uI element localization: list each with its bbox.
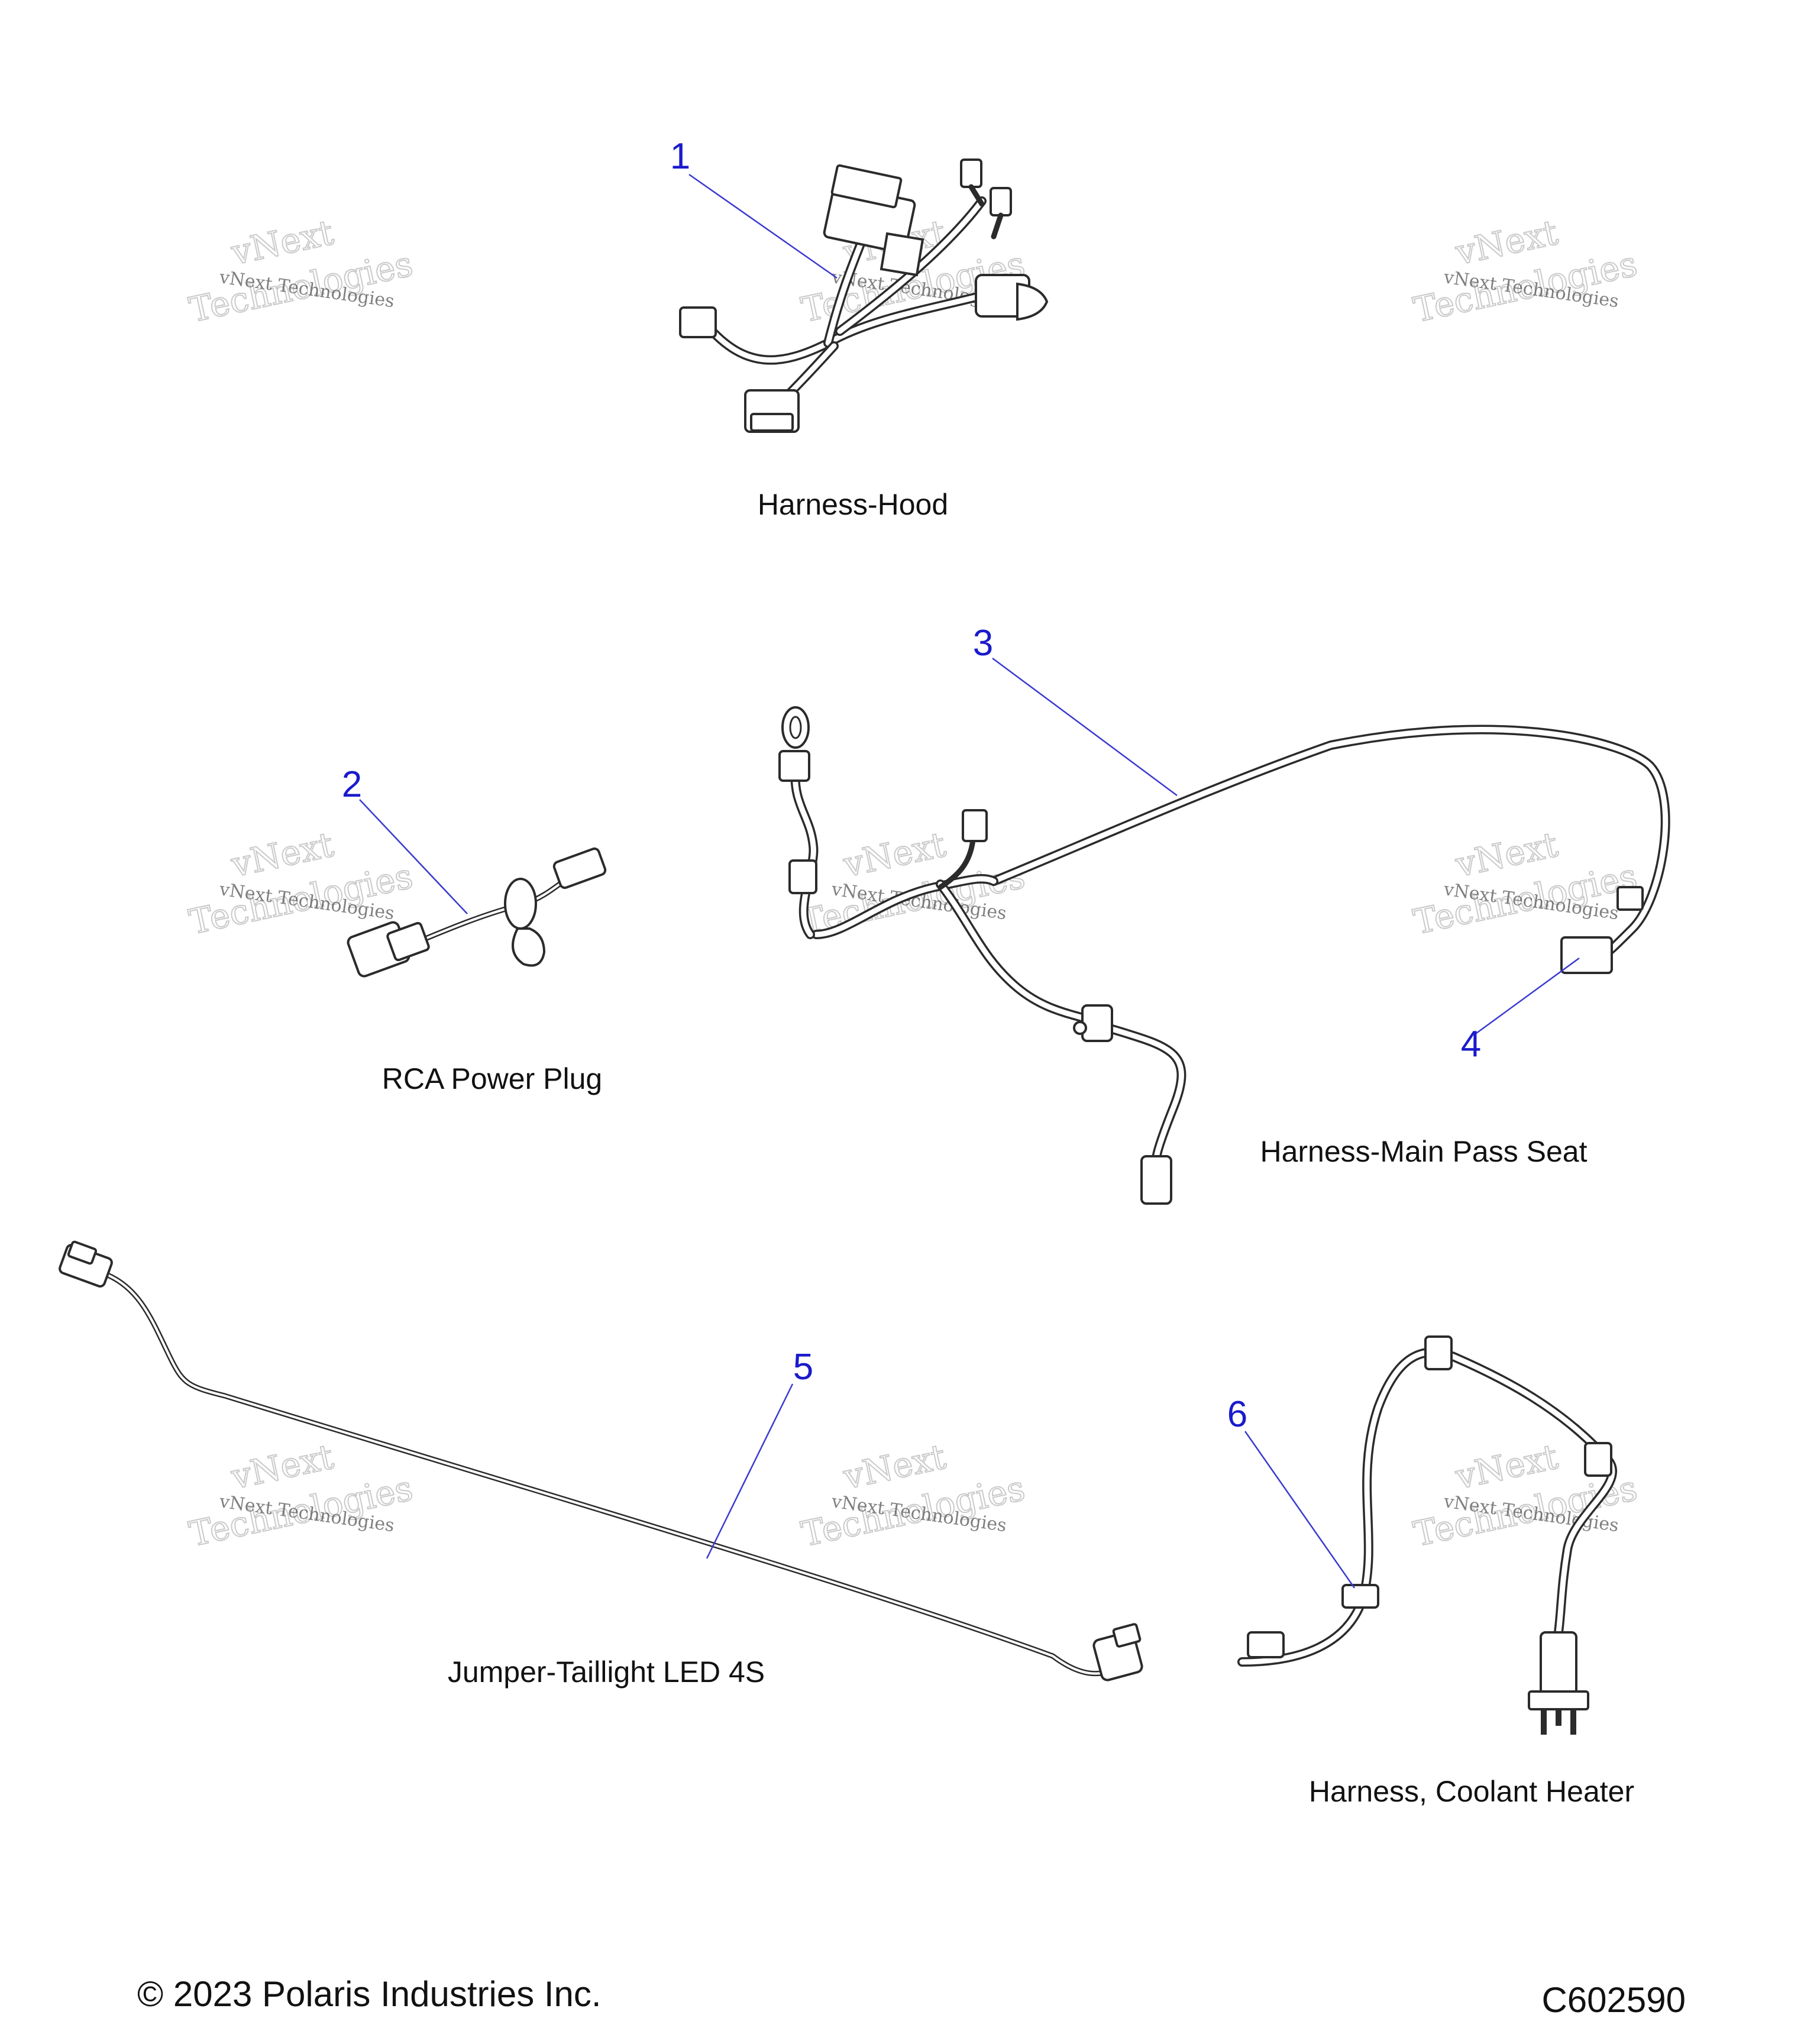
caption-harness-main-pass-seat: Harness-Main Pass Seat <box>1260 1135 1587 1168</box>
leader-line-3 <box>992 657 1178 797</box>
jumper-taillight-illustration <box>59 1240 1143 1681</box>
figure-id: C602590 <box>1541 1980 1686 2020</box>
callout-2: 2 <box>342 764 362 805</box>
harness-coolant-heater-illustration <box>1237 1335 1618 1735</box>
watermark-8: vNext Technologies <box>797 1436 1029 1555</box>
leader-line-5 <box>706 1383 794 1559</box>
watermark-1: vNext Technologies <box>185 212 417 331</box>
caption-rca-power-plug: RCA Power Plug <box>382 1062 602 1095</box>
watermark-6: vNext Technologies <box>1409 824 1641 943</box>
callout-1: 1 <box>670 136 690 177</box>
harness-hood-illustration <box>679 159 1049 433</box>
callout-4: 4 <box>1461 1024 1481 1065</box>
callout-5: 5 <box>793 1347 813 1388</box>
leader-line-6 <box>1244 1431 1356 1589</box>
leader-line-1 <box>688 173 838 279</box>
callout-3: 3 <box>973 623 993 664</box>
caption-harness-hood: Harness-Hood <box>758 488 948 521</box>
watermark-4: vNext Technologies <box>185 824 417 943</box>
caption-harness-coolant-heater: Harness, Coolant Heater <box>1309 1775 1634 1808</box>
caption-jumper-taillight-led-4s: Jumper-Taillight LED 4S <box>448 1655 765 1689</box>
watermark-3: vNext Technologies <box>1409 212 1641 331</box>
rca-power-plug-illustration <box>347 847 607 978</box>
leader-line-2 <box>359 799 468 914</box>
leader-line-4 <box>1476 957 1580 1034</box>
callout-6: 6 <box>1227 1394 1247 1435</box>
harness-main-pass-seat-illustration <box>778 706 1670 1205</box>
copyright-text: © 2023 Polaris Industries Inc. <box>137 1974 602 2014</box>
